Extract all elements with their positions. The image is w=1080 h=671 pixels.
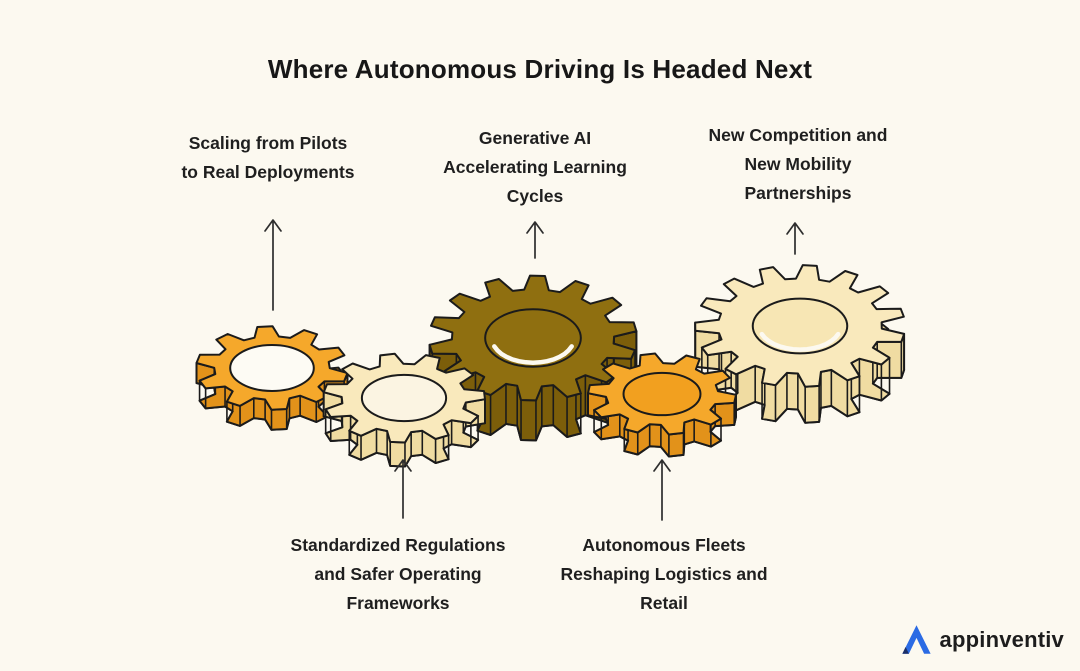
gear-scaling-pilots [195,325,349,431]
logo: appinventiv [900,623,1064,656]
arrow-up-scaling-pilots [264,219,282,311]
label-scaling-pilots: Scaling from Pilots to Real Deployments [181,133,355,182]
arrow-up-autonomous-fleets [653,459,671,521]
arrow-up-new-competition [786,222,804,255]
label-autonomous-fleets: Autonomous Fleets Reshaping Logistics an… [560,535,768,613]
label-new-competition: New Competition and New Mobility Partner… [708,125,888,203]
gear-autonomous-fleets [587,352,737,458]
page-title: Where Autonomous Driving Is Headed Next [267,54,813,84]
label-regulations: Standardized Regulations and Safer Opera… [290,535,506,613]
arrow-up-regulations [394,459,412,519]
label-generative-ai: Generative AI Accelerating Learning Cycl… [443,128,627,206]
appinventiv-a-icon [901,625,931,654]
arrow-up-generative-ai [526,221,544,259]
logo-wordmark: appinventiv [939,626,1064,652]
gear-regulations [322,352,486,468]
